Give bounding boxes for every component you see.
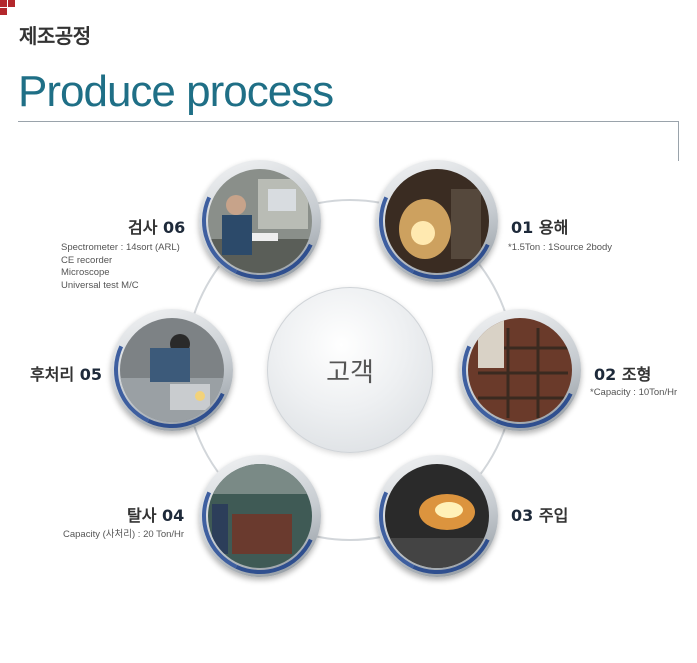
step-01-image [362,146,512,296]
step-06-details: Spectrometer : 14sort (ARL) CE recorder … [61,242,180,292]
step-06-detail-line: Microscope [61,267,110,278]
step-06-detail-line: Universal test M/C [61,279,139,291]
heading-divider [18,121,679,122]
section-title: 제조공정 [19,24,91,48]
step-01-title: 01 용해 [511,218,569,237]
step-01-details: *1.5Ton : 1Source 2body [508,242,612,255]
page-heading: Produce process [18,67,334,116]
step-05-image [97,295,247,445]
customer-hub: 고객 [267,287,433,453]
step-04-image [185,441,335,591]
step-04-detail-line: Capacity (사처리) : 20 Ton/Hr [63,529,185,540]
step-02-detail-line: *Capacity : 10Ton/Hr [590,387,678,398]
step-06-image [185,146,335,296]
step-04-details: Capacity (사처리) : 20 Ton/Hr [63,529,184,542]
step-02-image [445,295,595,445]
step-01-detail-line: *1.5Ton : 1Source 2body [508,242,613,253]
step-06-title: 검사 06 [128,218,186,237]
customer-hub-label: 고객 [326,357,374,388]
corner-logo-mark [0,0,22,22]
step-03-image [362,441,512,591]
step-02-details: *Capacity : 10Ton/Hr [590,387,677,400]
step-04-title: 탈사 04 [127,506,185,525]
step-06-detail-line: Spectrometer : 14sort (ARL) [61,242,180,253]
step-02-title: 02 조형 [594,365,652,384]
step-05-title: 후처리 05 [30,365,103,384]
step-06-detail-line: CE recorder [61,254,113,266]
heading-divider-tick [678,121,679,161]
step-03-title: 03 주입 [511,506,569,525]
